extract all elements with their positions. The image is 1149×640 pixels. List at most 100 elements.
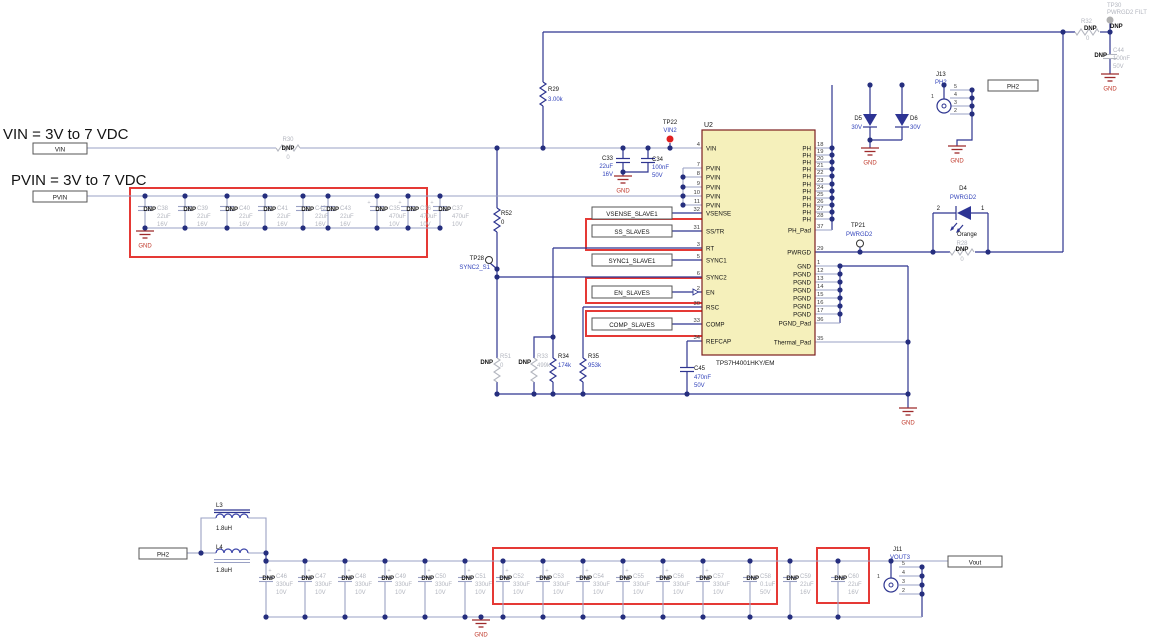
label-cap_row_top-6-dnp: DNP xyxy=(375,207,388,213)
label-ic-left_pins-3-name: PVIN xyxy=(706,185,720,192)
label-j-j13-net: PH2 xyxy=(935,80,947,86)
label-cap_row_top-7-dnp: DNP xyxy=(406,207,419,213)
label-d-d4-p2: 2 xyxy=(937,206,941,212)
label-cap_row_top-6-volts: 10V xyxy=(389,222,400,228)
label-tp-tp22-net: VIN2 xyxy=(663,128,677,134)
label-d-d6-value: 30V xyxy=(910,125,921,131)
label-flags-ph2r: PH2 xyxy=(1007,84,1020,91)
label-r-r52-value: 0 xyxy=(501,220,505,226)
label-cap_row_top-8-dnp: DNP xyxy=(438,207,451,213)
label-cap_row_top-5-ref: C43 xyxy=(340,206,352,212)
label-r-r28-dnp: DNP xyxy=(956,247,969,253)
label-ic-right_pins-13-name: GND xyxy=(797,264,811,271)
label-cap_row_bottom-11-pol: + xyxy=(705,568,708,574)
label-cap_row_bottom-4-dnp: DNP xyxy=(421,576,434,582)
label-cap_row_top-3-ref: C41 xyxy=(277,206,289,212)
label-ic-right_pins-21-num: 35 xyxy=(817,336,823,342)
label-cap_row_top-3-dnp: DNP xyxy=(263,207,276,213)
label-j-j13-pins-4: 5 xyxy=(954,84,957,90)
label-r-r30-dnp: DNP xyxy=(282,146,295,152)
label-cap_row_bottom-2-dnp: DNP xyxy=(341,576,354,582)
label-ic-right_pins-11-num: 37 xyxy=(817,224,823,230)
label-r-r28-ref: R28 xyxy=(956,241,968,247)
label-r-r33-dnp: DNP xyxy=(518,360,531,366)
label-r-r35-value: 953k xyxy=(588,363,602,369)
label-cap_row_top-1-volts: 16V xyxy=(197,222,208,228)
label-ic-right_pins-18-num: 16 xyxy=(817,300,823,306)
label-h-pvin: PVIN = 3V to 7 VDC xyxy=(11,172,147,189)
label-r-r35-ref: R35 xyxy=(588,354,600,360)
label-cap_row_bottom-6-ref: C52 xyxy=(513,574,525,580)
label-ic-left_pins-10-name: SYNC2 xyxy=(706,275,727,282)
label-cap_row_top-0-value: 22uF xyxy=(157,214,171,220)
label-cap_row_bottom-9-ref: C55 xyxy=(633,574,645,580)
label-ic-right_pins-3-name: PH xyxy=(802,167,811,174)
label-r-r52-ref: R52 xyxy=(501,211,513,217)
label-ic-right_pins-5-name: PH xyxy=(802,182,811,189)
label-cap_row_bottom-4-pol: + xyxy=(427,568,430,574)
label-ic-right_pins-15-name: PGND xyxy=(793,280,811,287)
label-cap_row_bottom-13-volts: 16V xyxy=(800,590,811,596)
label-boxes-vsense: VSENSE_SLAVE1 xyxy=(606,211,658,218)
label-cap_row_bottom-8-dnp: DNP xyxy=(579,576,592,582)
label-cap_row_bottom-6-dnp: DNP xyxy=(499,576,512,582)
label-cap_row_bottom-10-pol: + xyxy=(665,568,668,574)
label-ic-right_pins-17-name: PGND xyxy=(793,296,811,303)
label-cap_row_bottom-7-pol: + xyxy=(545,568,548,574)
label-cap_row_top-4-ref: C42 xyxy=(315,206,327,212)
label-cap_row_bottom-0-value: 330uF xyxy=(276,582,293,588)
label-ic-right_pins-14-num: 12 xyxy=(817,268,823,274)
label-cap_row_bottom-0-dnp: DNP xyxy=(262,576,275,582)
label-cap_row_bottom-3-pol: + xyxy=(387,568,390,574)
label-ic-left_pins-11-name: EN xyxy=(706,290,715,297)
label-cap_row_bottom-5-pol: + xyxy=(467,568,470,574)
label-cap_row_bottom-14-ref: C60 xyxy=(848,574,860,580)
net-flags: VINPVINPH2PH2VoutVSENSE_SLAVE1SS_SLAVESS… xyxy=(32,79,1039,568)
label-cap_row_bottom-0-pol: + xyxy=(268,568,271,574)
label-r-r32-dnp: DNP xyxy=(1084,26,1097,32)
label-c-c34-value: 100nF xyxy=(652,165,669,171)
label-ic-right_pins-1-num: 19 xyxy=(817,149,823,155)
label-ic-left_pins-12-num: 30 xyxy=(694,301,700,307)
label-cap_row_bottom-8-ref: C54 xyxy=(593,574,605,580)
label-ic-right_pins-16-name: PGND xyxy=(793,288,811,295)
label-d-d5-value: 30V xyxy=(851,125,862,131)
label-cap_row_top-2-ref: C40 xyxy=(239,206,251,212)
label-ic-right_pins-19-name: PGND xyxy=(793,312,811,319)
label-tp-tp30-dnp: DNP xyxy=(1110,24,1123,30)
label-c-c34-ref: C34 xyxy=(652,157,664,163)
label-j-j11-pins-0: 1 xyxy=(877,574,880,580)
label-ic-right_pins-9-num: 27 xyxy=(817,206,823,212)
label-h-vin: VIN = 3V to 7 VDC xyxy=(3,126,129,143)
label-c-c45-ref: C45 xyxy=(694,366,706,372)
label-cap_row_bottom-14-volts: 16V xyxy=(848,590,859,596)
label-d-d4-p1: 1 xyxy=(981,206,985,212)
label-cap_row_top-1-ref: C39 xyxy=(197,206,209,212)
label-j-j11-ref: J11 xyxy=(893,547,903,553)
label-cap_row_top-4-volts: 16V xyxy=(315,222,326,228)
label-cap_row_top-0-ref: C38 xyxy=(157,206,169,212)
label-cap_row_top-8-value: 470uF xyxy=(452,214,469,220)
label-ic-right_pins-13-num: 1 xyxy=(817,260,820,266)
label-cap_row_top-8-pol: + xyxy=(430,200,433,206)
label-cap_row_bottom-4-value: 330uF xyxy=(435,582,452,588)
label-gnd: GND xyxy=(474,633,488,639)
label-j-j11-net: VOUT3 xyxy=(890,555,911,561)
label-tp-tp30-net: PWRGD2 FILT xyxy=(1107,10,1147,16)
label-cap_row_bottom-6-volts: 10V xyxy=(513,590,524,596)
label-cap_row_bottom-7-volts: 10V xyxy=(553,590,564,596)
label-c-c33-volts: 16V xyxy=(602,172,613,178)
label-cap_row_bottom-9-volts: 10V xyxy=(633,590,644,596)
label-ic-ref: U2 xyxy=(704,122,713,129)
label-ic-right_pins-8-name: PH xyxy=(802,203,811,210)
label-cap_row_top-2-volts: 16V xyxy=(239,222,250,228)
